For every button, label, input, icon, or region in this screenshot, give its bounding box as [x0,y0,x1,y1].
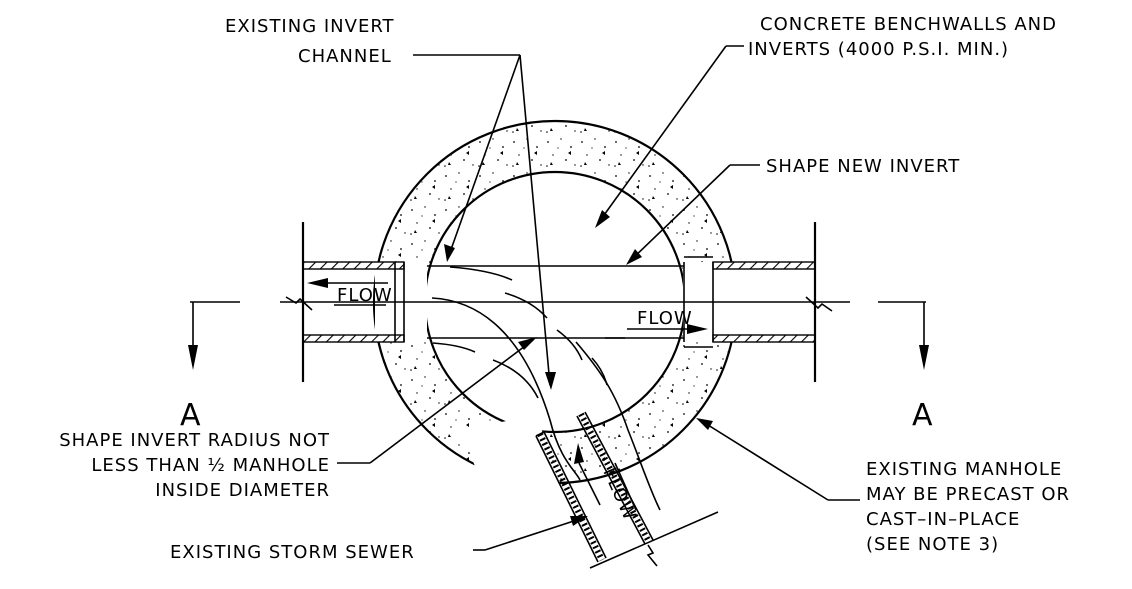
storm-sewer-pipe [535,411,719,569]
flow-arrow-left: FLOW [307,278,393,306]
flow-label-right: FLOW [637,308,693,329]
section-cut-line [190,296,926,312]
label-shape-invert-radius: SHAPE INVERT RADIUS NOT LESS THAN ½ MANH… [59,430,330,501]
storm-sewer-text: EXISTING STORM SEWER [170,542,415,563]
label-existing-storm-sewer: EXISTING STORM SEWER [170,542,415,563]
section-letter-left: A [180,398,201,433]
radius-line1: SHAPE INVERT RADIUS NOT [59,430,330,451]
invert-channel-lines [427,265,684,511]
section-marker-right: A [912,302,933,433]
flow-label-left: FLOW [337,285,393,306]
label-shape-new-invert: SHAPE NEW INVERT [766,156,960,177]
manhole-line3: CAST–IN–PLACE [866,509,1020,530]
manhole-line4: (SEE NOTE 3) [866,534,999,555]
flow-arrow-right: FLOW [627,308,708,334]
radius-line3: INSIDE DIAMETER [155,480,330,501]
manhole-line2: MAY BE PRECAST OR [866,484,1070,505]
existing-invert-line1: EXISTING INVERT [225,16,395,37]
left-pipe [301,222,405,382]
section-marker-left: A [180,302,201,433]
benchwalls-line2: INVERTS (4000 P.S.I. MIN.) [748,39,1009,60]
manhole-line1: EXISTING MANHOLE [866,459,1062,480]
section-letter-right: A [912,398,933,433]
existing-invert-line2: CHANNEL [298,46,392,67]
label-existing-invert-channel: EXISTING INVERT CHANNEL [225,16,395,67]
label-concrete-benchwalls: CONCRETE BENCHWALLS AND INVERTS (4000 P.… [748,14,1057,60]
label-existing-manhole: EXISTING MANHOLE MAY BE PRECAST OR CAST–… [866,459,1070,555]
existing-invert-arcs [432,266,625,399]
benchwalls-line1: CONCRETE BENCHWALLS AND [760,14,1057,35]
shape-new-invert-text: SHAPE NEW INVERT [766,156,960,177]
radius-line2: LESS THAN ½ MANHOLE [91,455,330,476]
leader-lines [337,45,860,551]
